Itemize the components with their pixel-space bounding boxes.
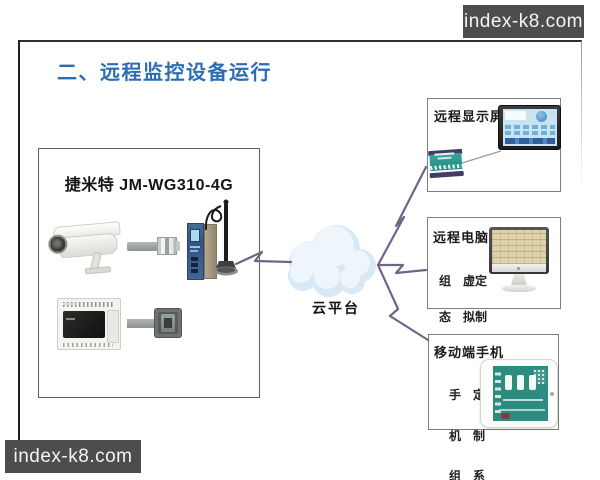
remote-display-label: 远程显示屏: [434, 109, 505, 124]
scada-pipe-line: [503, 399, 543, 401]
imac-logo-dot: [517, 267, 520, 270]
imac-base: [502, 285, 536, 292]
hmi-toolbar: [505, 138, 555, 144]
scada-menu-list: [495, 371, 501, 413]
imac-screen: [492, 230, 546, 264]
scada-keypad: [533, 369, 546, 384]
mobile-phone-label: 移动端手机: [434, 345, 505, 360]
camera-body: [58, 232, 119, 259]
feature-row: 机 制: [449, 428, 486, 443]
cloud-label: 云平台: [312, 300, 360, 316]
hmi-button-row: [505, 125, 555, 129]
router-port: [191, 263, 198, 267]
plc-front-panel: [63, 311, 105, 338]
page-title: 二、远程监控设备运行: [57, 62, 272, 84]
page-border-top: [18, 40, 582, 42]
camera-bracket-base: [84, 266, 111, 275]
plc-terminal-strip: [63, 343, 113, 347]
page-border-right: [581, 41, 582, 191]
feature-row: 态 拟制: [439, 310, 488, 324]
cable-connector: [157, 237, 177, 255]
mobile-phone-panel: 移动端手机 手 定 机 制 组 系 态 统: [428, 334, 559, 480]
hmi-logo-circle: [536, 111, 547, 122]
hmi-screen: [503, 109, 557, 146]
imac-computer: [489, 227, 549, 294]
router-port: [191, 257, 198, 261]
plc-controller: [57, 298, 121, 350]
device-title: 捷米特 JM-WG310-4G: [64, 177, 234, 194]
router-screen: [190, 229, 200, 242]
serial-server-module: [428, 148, 464, 179]
lightning-link-cloud-phone: [376, 263, 430, 342]
lightning-link-cloud-display: [376, 165, 428, 267]
plc-side-module: [107, 310, 119, 343]
remote-pc-panel: 远程电脑 组 虚定 态 拟制 软 串系 件 口统: [427, 217, 561, 395]
cloud-icon: [288, 225, 376, 297]
scada-tank: [517, 375, 524, 390]
serial-wire: [127, 319, 157, 328]
plc-terminal-strip: [63, 302, 113, 307]
hmi-display: [498, 105, 561, 150]
4g-dtu-router: [187, 223, 217, 280]
scada-tank: [505, 375, 512, 390]
scada-tank: [529, 375, 536, 390]
remote-display-panel: 远程显示屏: [427, 98, 561, 192]
router-label-line: [190, 250, 198, 252]
feature-row: 组 系: [449, 469, 486, 480]
module-bottom-flange: [429, 170, 464, 179]
watermark-bottom-left: index-k8.com: [5, 440, 141, 473]
mobile-phone-features: 手 定 机 制 组 系 态 统: [449, 362, 485, 480]
cctv-camera: [47, 220, 131, 282]
db9-connector: [154, 308, 182, 338]
scada-pipe-line: [499, 409, 545, 411]
watermark-top-right: index-k8.com: [463, 5, 584, 38]
plc-label: [66, 318, 75, 320]
db9-pins: [164, 318, 172, 328]
cable-tip: [176, 241, 180, 251]
local-device-panel: 捷米特 JM-WG310-4G: [38, 148, 260, 398]
remote-pc-label: 远程电脑: [433, 230, 490, 245]
db9-serial-cable: [127, 307, 185, 339]
imac-stand: [511, 274, 527, 286]
page-border-left: [18, 40, 20, 446]
cable-wire: [127, 242, 159, 251]
tablet-device: [480, 359, 558, 428]
router-label-line: [190, 246, 200, 248]
plc-logo: [63, 303, 76, 305]
lightning-link-cloud-pc: [376, 263, 428, 275]
router-port: [191, 269, 198, 273]
tablet-home-button: [550, 392, 554, 396]
ethernet-cable: [127, 237, 180, 255]
tablet-screen: [493, 366, 548, 421]
hmi-button-row: [505, 131, 555, 135]
feature-row: 组 虚定: [439, 274, 488, 288]
scada-valve: [501, 413, 510, 419]
hmi-window: [505, 111, 526, 120]
router-side-panel: [204, 224, 217, 279]
